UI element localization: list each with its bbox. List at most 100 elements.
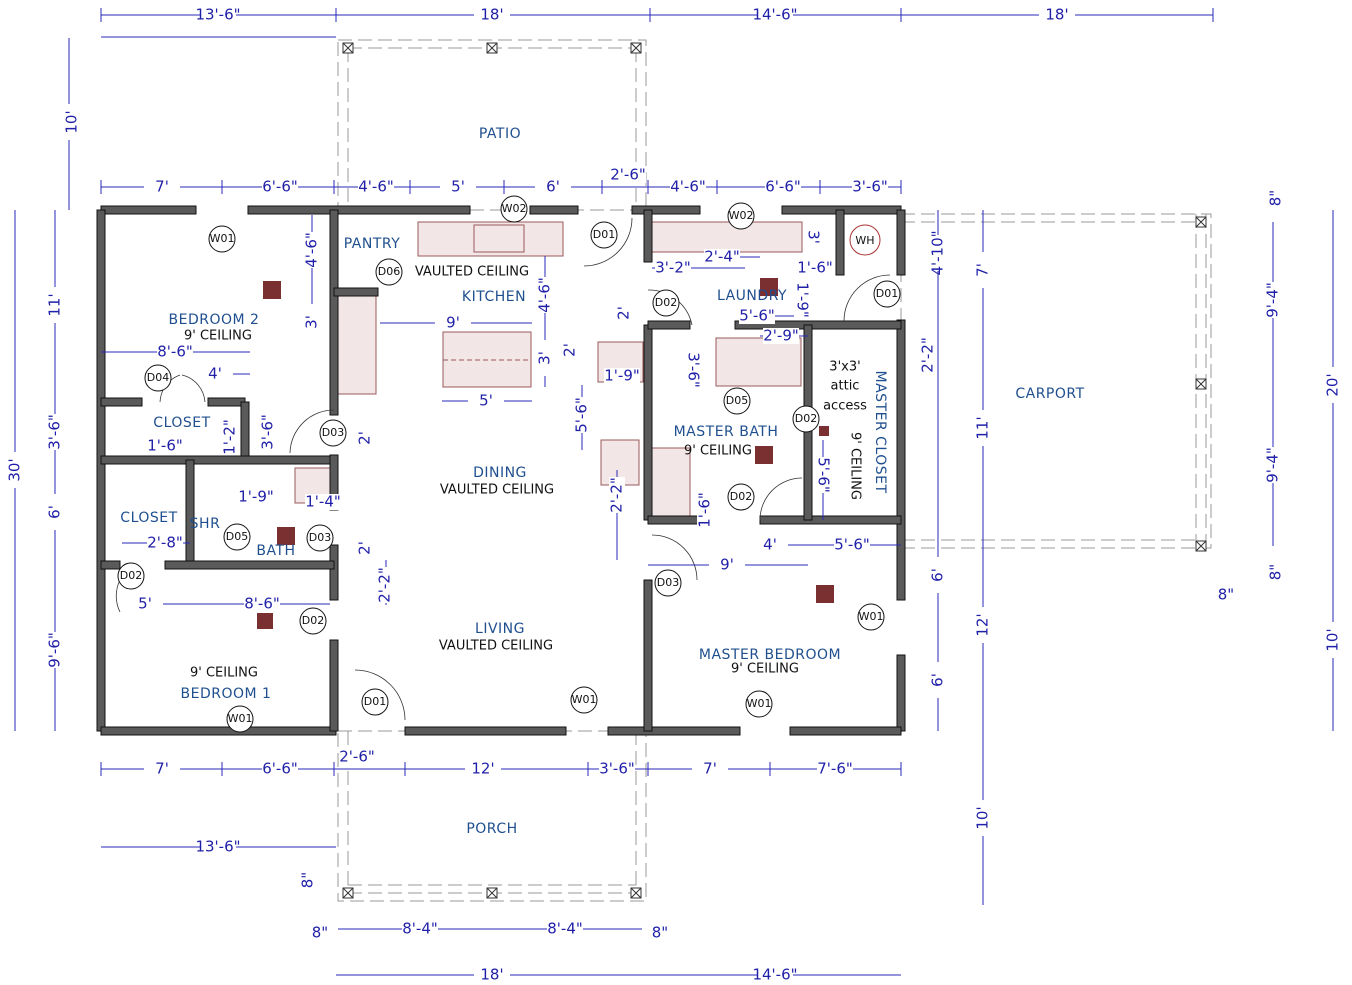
dimension-label: 8'-4" — [547, 920, 583, 938]
tag-circle — [208, 225, 236, 253]
ceiling-note: 9' CEILING — [731, 662, 799, 677]
dimension-label: 1'-9" — [794, 282, 812, 318]
dimension-label: 8" — [1267, 564, 1285, 580]
dimension-label: 1'-9" — [238, 488, 274, 506]
dimension-label: 5'-6" — [573, 397, 591, 433]
dimension-label: 14'-6" — [752, 6, 797, 24]
dimension-label: 2'-6" — [339, 748, 375, 766]
dimension-label: 2'-8" — [147, 534, 183, 552]
dimension-label: 10' — [974, 806, 992, 829]
tag-circle — [873, 280, 901, 308]
dimension-label: 8" — [1218, 586, 1234, 604]
tag-circle — [117, 562, 145, 590]
tag-circle — [857, 603, 885, 631]
door-window-tag: D06 — [378, 265, 400, 278]
room-label: MASTER BEDROOM — [699, 647, 841, 663]
dimension-label: 8" — [299, 872, 317, 888]
room-label: PANTRY — [344, 236, 401, 252]
dimension-label: 9'-4" — [1264, 447, 1282, 483]
wall — [647, 320, 691, 330]
room-label: PORCH — [466, 821, 517, 837]
tag-circle — [226, 705, 254, 733]
wall — [734, 320, 902, 330]
fixture-marker — [816, 585, 834, 603]
tag-circle — [319, 419, 347, 447]
tag-circle — [745, 690, 773, 718]
wall — [329, 544, 339, 601]
dimension-label: 6' — [929, 673, 947, 687]
room-label: BEDROOM 1 — [181, 686, 272, 702]
wall — [100, 455, 335, 465]
dimension-label: 12' — [974, 613, 992, 636]
dimension-label: 8'-4" — [402, 920, 438, 938]
post — [486, 887, 498, 899]
wall — [835, 209, 845, 276]
dimension-label: 11' — [46, 293, 64, 316]
wall — [100, 205, 197, 215]
wall — [896, 209, 906, 276]
dimension-label: 8" — [652, 924, 668, 942]
room-label: BEDROOM 2 — [169, 312, 260, 328]
water-heater-tag: WH — [855, 234, 874, 247]
dimension-label: 1'-9" — [604, 367, 640, 385]
dimension-label: 9'-4" — [1264, 282, 1282, 318]
wall — [643, 579, 653, 732]
fixture-marker — [760, 278, 778, 296]
dimension-label: 5' — [451, 178, 465, 196]
door-window-tag: D04 — [147, 371, 169, 384]
dimension-label: 1'-6" — [797, 259, 833, 277]
fixture-marker — [263, 281, 281, 299]
room-label: CLOSET — [153, 415, 210, 431]
fixture-marker — [755, 446, 773, 464]
dimension-label: 2' — [615, 306, 633, 320]
dimension-label: 2' — [356, 431, 374, 445]
tag-circle — [590, 221, 618, 249]
dimension-label: 11' — [974, 416, 992, 439]
dimension-label: 4'-6" — [670, 178, 706, 196]
tag-circle — [306, 524, 334, 552]
dimension-label: 3'-6" — [259, 414, 277, 450]
dimension-label: 7' — [155, 178, 169, 196]
ceiling-note: VAULTED CEILING — [415, 265, 529, 280]
post — [1195, 216, 1207, 228]
door-window-tag: D02 — [730, 490, 752, 503]
dimension-label: 9'-6" — [46, 632, 64, 668]
dimension-label: 2' — [356, 541, 374, 555]
wall — [333, 287, 379, 297]
tag-circle — [570, 686, 598, 714]
wall — [247, 205, 471, 215]
wall — [607, 726, 741, 736]
wall — [643, 209, 653, 263]
dimension-label: 4'-6" — [303, 232, 321, 268]
dimension-label: 18' — [480, 6, 503, 24]
door-window-tag: D02 — [795, 412, 817, 425]
carport-outline — [900, 213, 1212, 549]
wall — [643, 324, 653, 521]
wall — [631, 205, 701, 215]
tag-circle — [792, 405, 820, 433]
tag-circle — [654, 569, 682, 597]
porch-outline — [337, 730, 647, 902]
wall — [647, 515, 701, 525]
dimension-label: 3'-2" — [655, 259, 691, 277]
dimension-label: 3'-6" — [852, 178, 888, 196]
dimension-label: 20' — [1324, 373, 1342, 396]
dimension-label: 8" — [1267, 190, 1285, 206]
door-window-tag: W01 — [859, 610, 884, 623]
dimension-label: 4'-6" — [358, 178, 394, 196]
ceiling-note: 9' CEILING — [184, 329, 252, 344]
dimension-label: 4' — [763, 536, 777, 554]
wall — [164, 560, 335, 570]
dimension-label: 12' — [471, 760, 494, 778]
dimension-label: 18' — [1045, 6, 1068, 24]
post — [486, 42, 498, 54]
ceiling-note: 9' CEILING — [684, 444, 752, 459]
room-label: MASTER BATH — [674, 424, 779, 440]
door-window-tag: W01 — [210, 232, 235, 245]
door-window-tag: D01 — [593, 228, 615, 241]
wall — [240, 401, 250, 461]
dimension-label: 1'-6" — [147, 437, 183, 455]
tag-circle — [500, 195, 528, 223]
dimension-label: 8'-6" — [157, 343, 193, 361]
